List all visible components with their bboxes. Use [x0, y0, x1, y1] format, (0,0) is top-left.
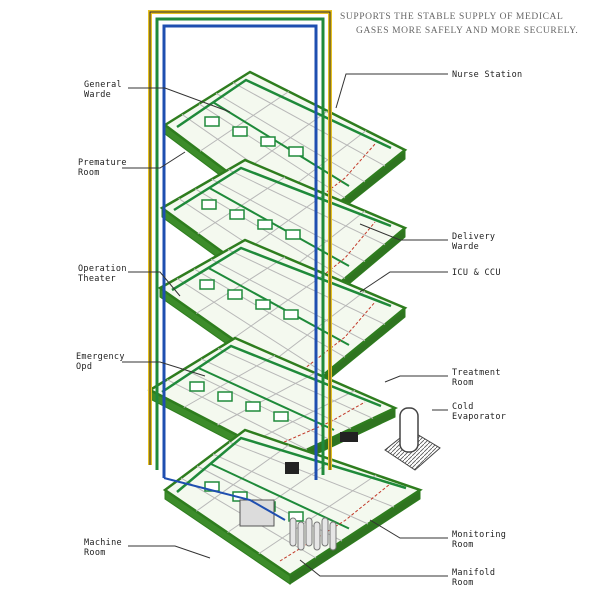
floor-4-pipe-red: [294, 301, 376, 377]
label-delivery-ward: Delivery Warde: [452, 232, 495, 252]
label-nurse-station: Nurse Station: [452, 70, 522, 80]
floor-4-bed-unit: [227, 289, 243, 300]
label-line: General: [84, 80, 122, 90]
caption-line-1: SUPPORTS THE STABLE SUPPLY OF MEDICAL: [340, 12, 564, 22]
floor-1-pipe-green: [176, 436, 407, 493]
label-cold-evaporator: Cold Evaporator: [452, 402, 506, 422]
label-line: Room: [84, 548, 106, 558]
label-line: Room: [452, 578, 474, 588]
label-leader-line: [299, 559, 448, 577]
label-premature-room: Premature Room: [78, 158, 127, 178]
label-line: Delivery: [452, 232, 496, 242]
label-leader-line: [128, 87, 231, 113]
label-line: Nurse Station: [452, 70, 523, 80]
label-manifold-room: Manifold Room: [452, 568, 495, 588]
floor-4-bed-unit: [283, 309, 299, 320]
label-line: Theater: [78, 274, 116, 284]
label-line: Warde: [84, 90, 112, 100]
evaporator-tank: [399, 407, 419, 453]
floor-6-bed-unit: [260, 136, 276, 147]
equipment-black: [285, 462, 299, 474]
label-leader-line: [335, 73, 448, 109]
floor-4-bed-unit: [255, 299, 271, 310]
floor-6-bed-unit: [232, 126, 248, 137]
floor-4-bed-unit: [199, 279, 215, 290]
floor-5-pipe-green: [209, 187, 350, 267]
gas-cylinder: [329, 521, 337, 551]
floor-6-pipe-green: [176, 78, 392, 150]
floor-4-pipe-green: [208, 267, 350, 346]
gas-cylinder: [297, 521, 305, 551]
floor-4-pipe-green: [171, 246, 392, 308]
floor-5-pipe-green: [173, 166, 392, 228]
label-line: Room: [452, 378, 474, 388]
floor-3-pipe-green: [198, 367, 335, 431]
label-line: Machine: [84, 538, 122, 548]
label-leader-line: [359, 223, 448, 241]
label-leader-line: [122, 361, 206, 377]
label-emergency-opd: Emergency Opd: [76, 352, 125, 372]
gas-cylinder: [289, 517, 297, 547]
label-leader-line: [128, 545, 211, 559]
floor-5-bed-unit: [257, 219, 273, 230]
label-leader-line: [369, 519, 448, 539]
label-line: Emergency: [76, 352, 125, 362]
label-monitoring-room: Monitoring Room: [452, 530, 506, 550]
label-leader-line: [122, 151, 186, 169]
label-line: Evaporator: [452, 412, 507, 422]
equipment-black: [340, 432, 358, 442]
label-line: Cold: [452, 402, 474, 412]
floor-6-bed-unit: [288, 146, 304, 157]
label-line: Premature: [78, 158, 127, 168]
gas-cylinder: [305, 517, 313, 547]
label-machine-room: Machine Room: [84, 538, 122, 558]
floor-5-bed-unit: [229, 209, 245, 220]
label-line: Operation: [78, 264, 127, 274]
label-line: Room: [78, 168, 100, 178]
label-line: Monitoring: [452, 530, 507, 540]
riser-yellow-outline: [149, 11, 331, 470]
gas-cylinder: [313, 521, 321, 551]
gas-cylinder: [321, 517, 329, 547]
label-line: Treatment: [452, 368, 501, 378]
label-leader-line: [384, 375, 448, 383]
label-treatment-room: Treatment Room: [452, 368, 501, 388]
floor-6-pipe-green: [212, 101, 350, 187]
caption-line-2: GASES MORE SAFELY AND MORE SECURELY.: [356, 26, 579, 36]
label-leader-line: [359, 271, 448, 293]
label-line: ICU & CCU: [452, 268, 501, 278]
floor-3-bed-unit: [245, 401, 261, 412]
label-leader-line: [128, 271, 181, 297]
label-line: Warde: [452, 242, 480, 252]
riser-blue: [162, 24, 318, 480]
label-line: Manifold: [452, 568, 496, 578]
floor-3-bed-unit: [273, 411, 289, 422]
floor-3-bed-unit: [189, 381, 205, 392]
label-icu-ccu: ICU & CCU: [452, 268, 501, 278]
floor-3-bed-unit: [217, 391, 233, 402]
floor-6-bed-unit: [204, 116, 220, 127]
label-line: Opd: [76, 362, 93, 372]
floor-5-bed-unit: [285, 229, 301, 240]
diagram-caption: SUPPORTS THE STABLE SUPPLY OF MEDICAL GA…: [340, 10, 590, 38]
floor-5-bed-unit: [201, 199, 217, 210]
label-general-ward: General Warde: [84, 80, 122, 100]
riser-green: [155, 17, 325, 475]
label-line: Room: [452, 540, 474, 550]
label-operation-theater: Operation Theater: [78, 264, 127, 284]
riser-blue-feed: [163, 477, 286, 521]
